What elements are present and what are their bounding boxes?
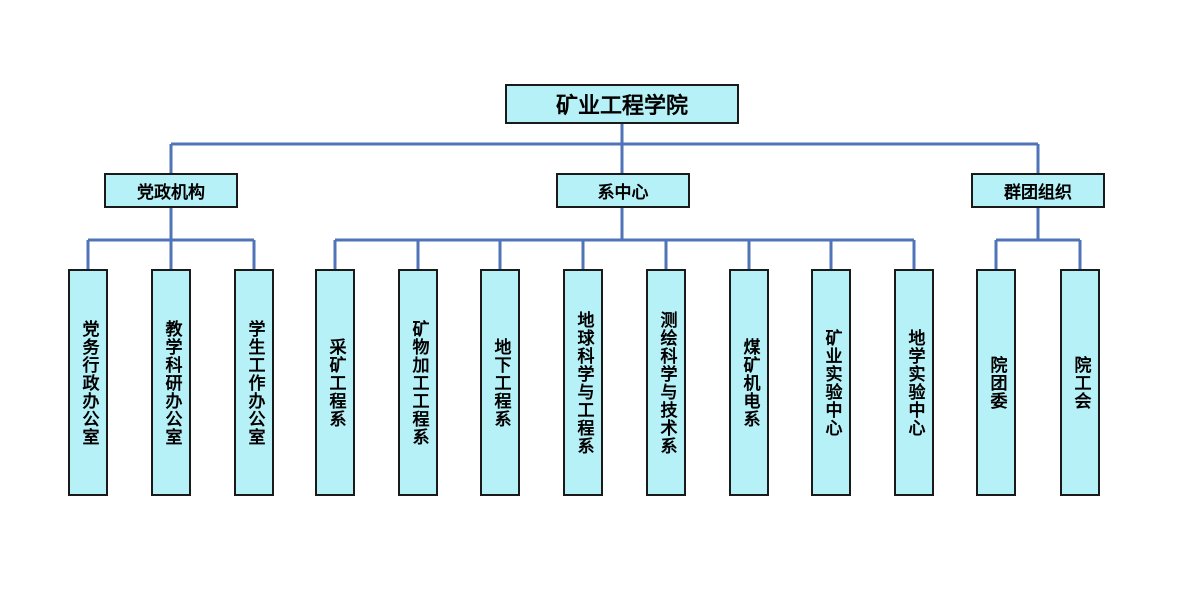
leaf-label: 矿物加工工程系 [408,319,429,446]
leaf-label: 矿业实验中心 [821,328,842,437]
leaf-label: 院团委 [986,355,1007,410]
leaf-label: 党务行政办公室 [78,319,99,446]
leaf-node: 院团委 [976,269,1016,496]
group-node-quntuan: 群团组织 [971,173,1105,208]
leaf-label: 地球科学与工程系 [573,310,594,455]
leaf-label: 学生工作办公室 [244,319,265,446]
leaf-label: 院工会 [1070,355,1091,410]
leaf-node: 采矿工程系 [315,269,355,496]
root-label: 矿业工程学院 [555,94,688,119]
leaf-node: 矿物加工工程系 [398,269,438,496]
group-label: 党政机构 [137,183,205,203]
leaf-label: 测绘科学与技术系 [656,310,677,455]
leaf-node: 测绘科学与技术系 [646,269,686,496]
leaf-label: 地下工程系 [490,337,511,428]
leaf-node: 教学科研办公室 [151,269,191,496]
leaf-node: 地学实验中心 [894,269,934,496]
leaf-label: 煤矿机电系 [739,337,760,428]
leaf-label: 采矿工程系 [325,337,346,428]
leaf-node: 学生工作办公室 [234,269,274,496]
leaf-label: 教学科研办公室 [161,319,182,446]
leaf-node: 地下工程系 [480,269,520,496]
leaf-node: 地球科学与工程系 [563,269,603,496]
group-node-dangzheng: 党政机构 [104,173,238,208]
leaf-node: 矿业实验中心 [811,269,851,496]
leaf-node: 院工会 [1060,269,1100,496]
leaf-node: 党务行政办公室 [68,269,108,496]
group-label: 群团组织 [1004,183,1072,203]
leaf-label: 地学实验中心 [904,328,925,437]
group-label: 系中心 [597,183,649,203]
root-node: 矿业工程学院 [505,84,739,124]
group-node-xizhongxin: 系中心 [556,173,690,208]
leaf-node: 煤矿机电系 [729,269,769,496]
